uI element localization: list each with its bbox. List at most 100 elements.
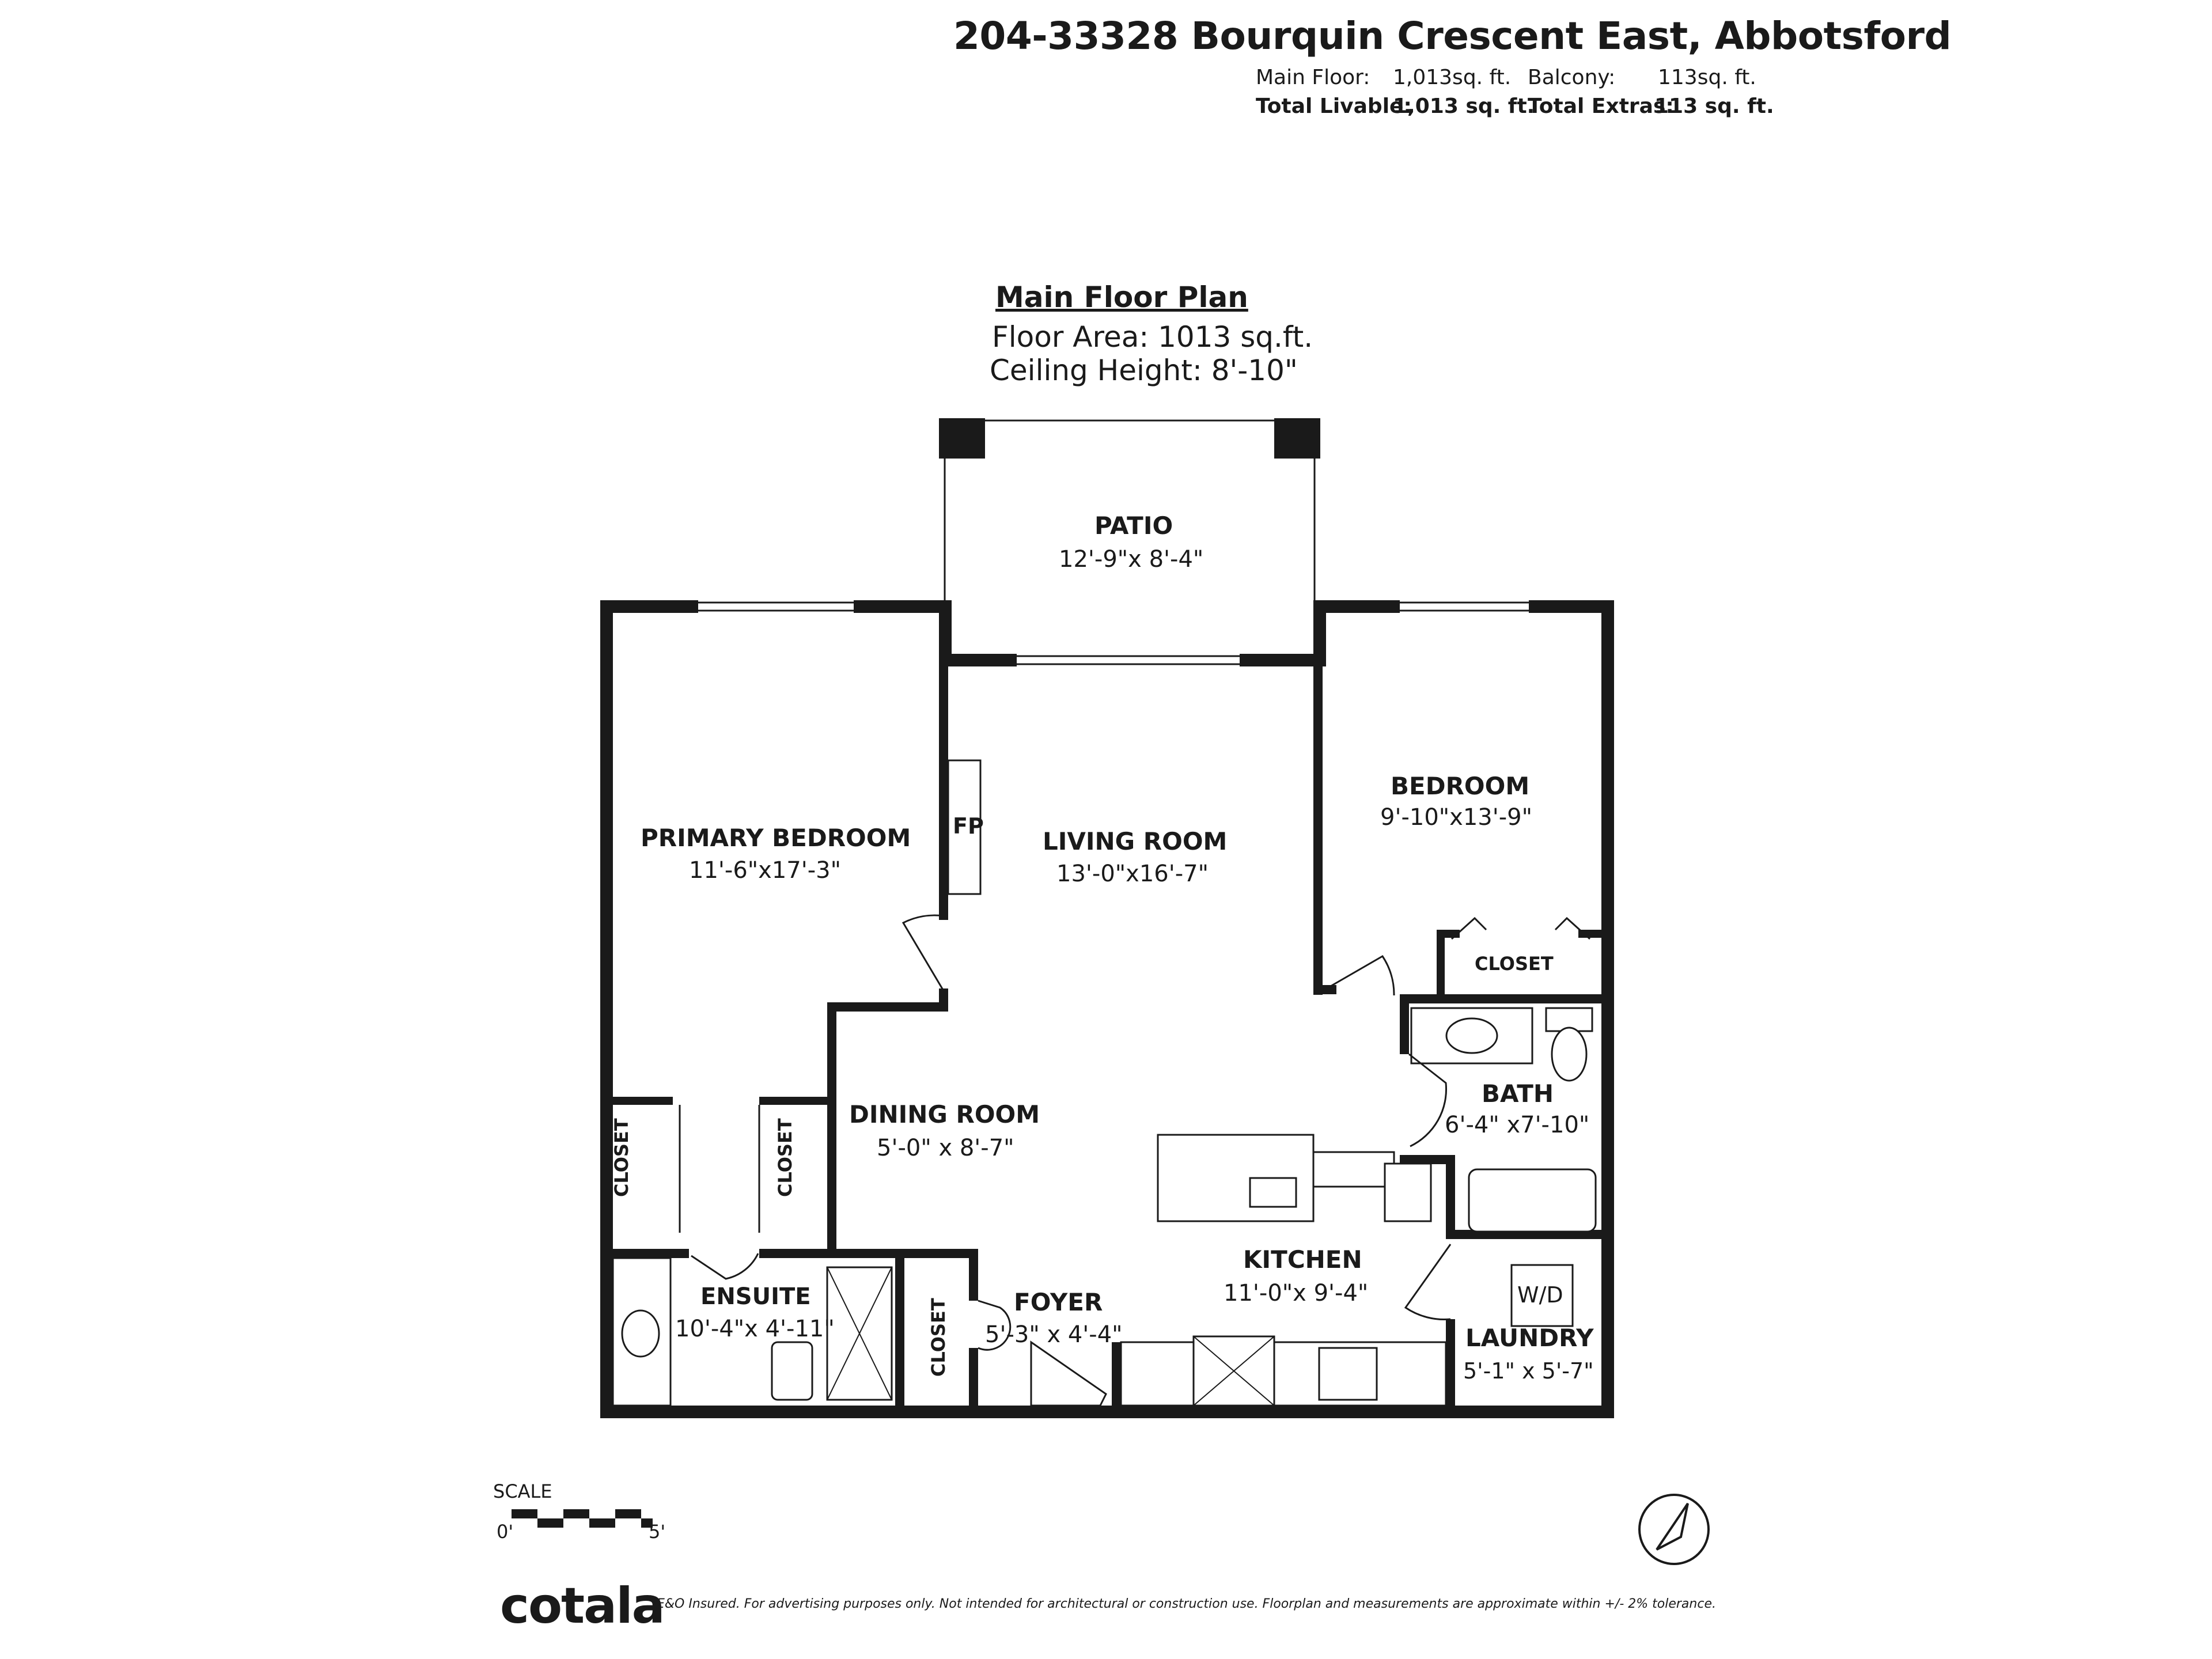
room-foyer-dims: 5'-3" x 4'-4" [985,1321,1123,1348]
cooktop [1318,1347,1378,1401]
room-patio-dims: 12'-9"x 8'-4" [1059,546,1204,573]
ensuite-toilet [771,1341,813,1401]
room-bath-dims: 6'-4" x7'-10" [1445,1112,1590,1138]
toilet-bowl [1551,1027,1588,1082]
ensuite-sink [621,1309,660,1358]
door-bedroom [1322,955,1395,996]
wall-top-left-b [854,600,944,613]
windows [698,419,1529,665]
room-closet-foyer: CLOSET [927,1298,949,1377]
room-living-name: LIVING ROOM [1043,827,1228,855]
wall-closet-top-b [1578,930,1601,938]
wall-living-top-b [1240,654,1326,666]
door-bath [1408,1053,1448,1147]
room-bath-name: BATH [1482,1080,1554,1108]
room-kitchen-name: KITCHEN [1243,1245,1362,1274]
wall-bottom [600,1406,1614,1418]
patio-column-left [939,418,985,459]
main-floor-label: Main Floor: [1256,66,1370,89]
scale-start: 0' [497,1521,514,1543]
wall-ensuite-top-b [759,1249,978,1258]
total-extras-label: Total Extras: [1528,94,1674,118]
wall-primary-dining-top [827,1002,948,1012]
wall-bath-left [1400,994,1409,1054]
shower-lines [827,1267,1275,1406]
door-laundry [1404,1244,1452,1320]
kitchen-counter-upper [1312,1151,1395,1188]
door-foyer-closet [978,1300,1012,1351]
room-primary-bedroom-name: PRIMARY BEDROOM [641,824,911,852]
wall-primary-living [939,666,948,920]
main-floor-value: 1,013sq. ft. [1393,66,1512,89]
wall-ensuite-closet [895,1249,904,1410]
total-livable-value: 1,013 sq. ft. [1393,94,1535,118]
property-address: 204-33328 Bourquin Crescent East, Abbots… [953,14,1952,58]
ceiling-height: Ceiling Height: 8'-10" [990,354,1298,387]
wall-closet-foyer-a [969,1249,978,1301]
washer-dryer-label: W/D [1517,1282,1563,1308]
wall-right [1601,600,1614,1418]
room-ensuite-name: ENSUITE [700,1283,811,1310]
wall-patio-left-low [939,600,952,666]
fireplace-label: FP [953,813,984,839]
room-foyer-name: FOYER [1014,1288,1103,1316]
kitchen-counter-lower [1120,1341,1447,1407]
door-closet-bi-b [1554,916,1591,940]
room-laundry-dims: 5'-1" x 5'-7" [1463,1358,1594,1384]
room-ensuite-dims: 10'-4"x 4'-11" [675,1316,835,1342]
wall-patio-right-low [1313,600,1326,666]
scale-title: SCALE [493,1480,552,1502]
room-laundry-name: LAUNDRY [1465,1324,1594,1352]
wall-laundry-left [1446,1319,1455,1411]
wall-bath-top [1400,994,1601,1003]
fridge [1384,1162,1432,1222]
room-living-dims: 13'-0"x16'-7" [1056,861,1209,887]
patio-column-right [1274,418,1320,459]
scale-end: 5' [649,1521,666,1543]
doors [679,914,1591,1407]
door-closet-bi-a [1450,916,1487,940]
wall-living-bedroom [1313,666,1323,995]
bathtub [1468,1168,1597,1233]
room-dining-dims: 5'-0" x 8'-7" [877,1135,1014,1161]
wall-closet-top-right [759,1097,836,1105]
disclaimer: E&O Insured. For advertising purposes on… [657,1597,1716,1611]
wall-dining-left [827,1002,836,1256]
floor-area: Floor Area: 1013 sq.ft. [992,320,1313,354]
room-patio-name: PATIO [1094,512,1173,540]
room-bedroom-name: BEDROOM [1391,772,1530,800]
balcony-label: Balcony: [1528,66,1616,89]
scale-bar [512,1509,653,1528]
balcony-value: 113sq. ft. [1658,66,1756,89]
room-bedroom-dims: 9'-10"x13'-9" [1380,804,1533,831]
plan-title: Main Floor Plan [995,281,1248,314]
wall-foyer-right [1112,1342,1121,1411]
total-extras-value: 113 sq. ft. [1654,94,1774,118]
brand-logo: cotala [500,1577,665,1635]
island-sink [1249,1177,1297,1208]
wall-living-top-a [939,654,1017,666]
wall-closet-foyer-b [969,1348,978,1411]
wall-closet-top-left [613,1097,673,1105]
washer-dryer-box [1510,1264,1574,1327]
total-livable-label: Total Livable: [1256,94,1412,118]
wall-top-right-b [1529,600,1614,613]
room-closet-left-2: CLOSET [774,1118,796,1197]
wall-top-right-a [1313,600,1400,613]
wall-ensuite-top-a [613,1249,689,1258]
wall-closet-left [1437,930,1445,999]
wall-bath-bottom-stub [1400,1155,1455,1164]
fireplace-box [947,759,982,895]
room-bedroom-closet-name: CLOSET [1475,953,1554,975]
wall-bath-laundry-vert [1446,1155,1455,1230]
door-ensuite [691,1253,759,1280]
bath-sink [1445,1017,1498,1054]
fixtures [612,759,1597,1407]
door-entry [1030,1340,1107,1407]
room-dining-name: DINING ROOM [849,1100,1040,1128]
north-arrow-icon [1638,1494,1710,1565]
wall-top-left-a [600,600,698,613]
room-primary-bedroom-dims: 11'-6"x17'-3" [689,857,842,884]
walls [600,418,1614,1418]
